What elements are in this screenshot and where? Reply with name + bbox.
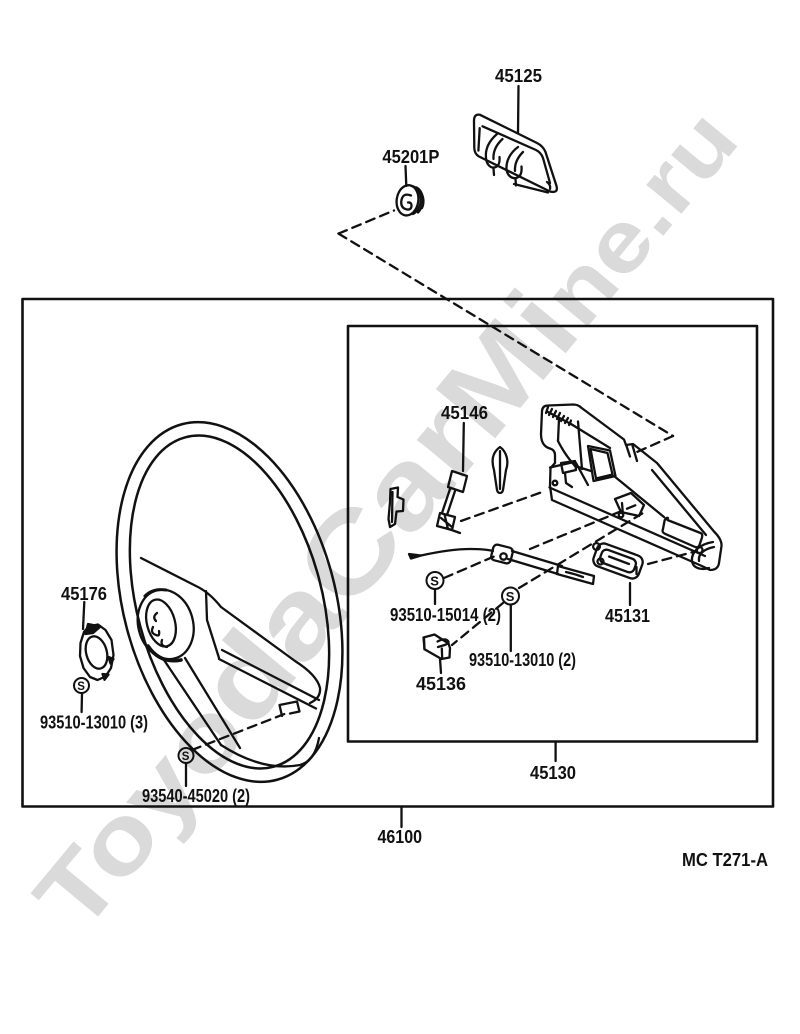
svg-text:45125: 45125 [495, 66, 542, 86]
svg-text:ToyodaCarMine.ru: ToyodaCarMine.ru [3, 76, 760, 952]
svg-text:45131: 45131 [605, 606, 650, 626]
svg-text:S: S [182, 751, 190, 763]
svg-text:MC T271-A: MC T271-A [682, 850, 768, 870]
svg-text:S: S [77, 681, 85, 693]
svg-text:S: S [430, 574, 439, 589]
svg-text:45176: 45176 [61, 584, 107, 604]
svg-text:S: S [506, 589, 515, 604]
svg-text:45146: 45146 [441, 403, 488, 423]
svg-text:45136: 45136 [416, 674, 466, 694]
svg-text:93510-15014 (2): 93510-15014 (2) [390, 605, 501, 625]
svg-text:93510-13010 (2): 93510-13010 (2) [469, 650, 576, 670]
svg-text:93540-45020 (2): 93540-45020 (2) [142, 786, 250, 806]
svg-text:93510-13010 (3): 93510-13010 (3) [40, 713, 148, 733]
svg-text:46100: 46100 [378, 827, 423, 847]
svg-text:45130: 45130 [530, 763, 576, 783]
svg-text:45201P: 45201P [382, 147, 439, 167]
